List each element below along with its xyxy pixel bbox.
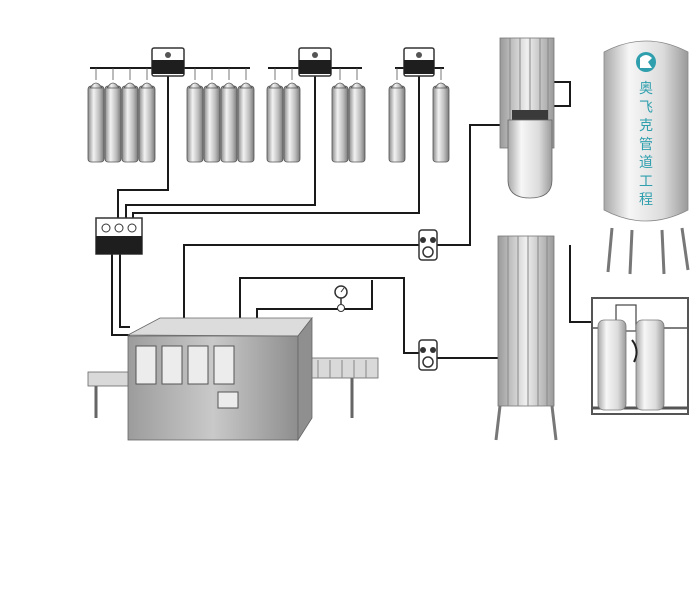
cylinder-10 [283, 68, 301, 163]
vaporizer-leg-2 [550, 405, 558, 441]
machine-door-2 [161, 345, 183, 385]
panel-gauge-icon-2 [114, 223, 124, 233]
cylinder-6 [203, 68, 221, 163]
tank-leg-3 [660, 229, 666, 275]
machine-side [297, 316, 313, 442]
pipe-upper-regulator-to-machine [183, 244, 420, 322]
cylinder-9 [266, 68, 284, 163]
process-machine [87, 316, 379, 442]
manifold-valve-body-2 [299, 60, 331, 74]
vaporizer-leg-1 [494, 405, 502, 441]
cylinder-12 [348, 68, 366, 163]
cylinder-13 [388, 68, 406, 163]
skid-cylinder-2 [635, 319, 665, 411]
cylinder-4 [138, 68, 156, 163]
pipelines [111, 62, 592, 359]
manifold-gauge-icon-2 [312, 52, 318, 58]
tank-leg-2 [628, 229, 634, 275]
tank-leg-1 [606, 227, 614, 273]
tank-lid [512, 110, 548, 120]
pipe-manifold-1 [117, 62, 169, 220]
small-cryogenic-tank [507, 110, 553, 199]
gas-cylinder-bank-3 [388, 47, 450, 163]
cylinder-5 [186, 68, 204, 163]
cylinder-7 [220, 68, 238, 163]
pipe-upper-vaporizer [437, 124, 500, 246]
cylinder-2 [104, 68, 122, 163]
pipe-vaporizer-top [569, 245, 592, 323]
large-storage-tank [603, 40, 690, 275]
tank-leg-4 [680, 227, 690, 271]
machine-door-3 [187, 345, 209, 385]
cylinder-3 [121, 68, 139, 163]
manifold-gauge-icon-3 [416, 52, 422, 58]
pipe-lower-feed [239, 277, 420, 354]
machine-top [127, 317, 313, 337]
company-logo-icon [636, 52, 656, 72]
machine-control-panel [217, 391, 239, 409]
panel-gauge-icon-1 [101, 223, 111, 233]
pressure-gauge-icon [334, 285, 348, 312]
skid-cylinder-1 [597, 319, 627, 411]
pipe-manifold-2 [125, 62, 316, 220]
gas-cylinder-bank-1 [87, 47, 255, 163]
pipe-panel-to-machine-b [119, 252, 130, 328]
manifold-valve-body-3 [404, 60, 434, 74]
cylinder-11 [331, 68, 349, 163]
upper-pressure-regulator [418, 229, 438, 261]
pipe-manifold-3 [132, 62, 420, 220]
machine-door-1 [135, 345, 157, 385]
cylinder-8 [237, 68, 255, 163]
skid-hose [631, 339, 638, 363]
machine-door-4 [213, 345, 235, 385]
pressure-distribution-panel [95, 217, 143, 255]
pipe-panel-to-machine-a [111, 252, 130, 336]
manifold-valve-body-1 [152, 60, 184, 74]
liquid-cylinder-skid [591, 297, 689, 415]
pipe-upper-vaporizer-loop [553, 81, 571, 107]
lower-pressure-regulator [418, 339, 438, 371]
cylinder-14 [432, 68, 450, 163]
pipe-gauge-branch [256, 280, 373, 318]
lower-vaporizer [494, 235, 558, 441]
gas-cylinder-bank-2 [266, 47, 366, 163]
panel-gauge-icon-3 [127, 223, 137, 233]
manifold-gauge-icon-1 [165, 52, 171, 58]
cylinder-1 [87, 68, 105, 163]
storage-tank-label: 奥飞克管道工程 [639, 81, 653, 208]
